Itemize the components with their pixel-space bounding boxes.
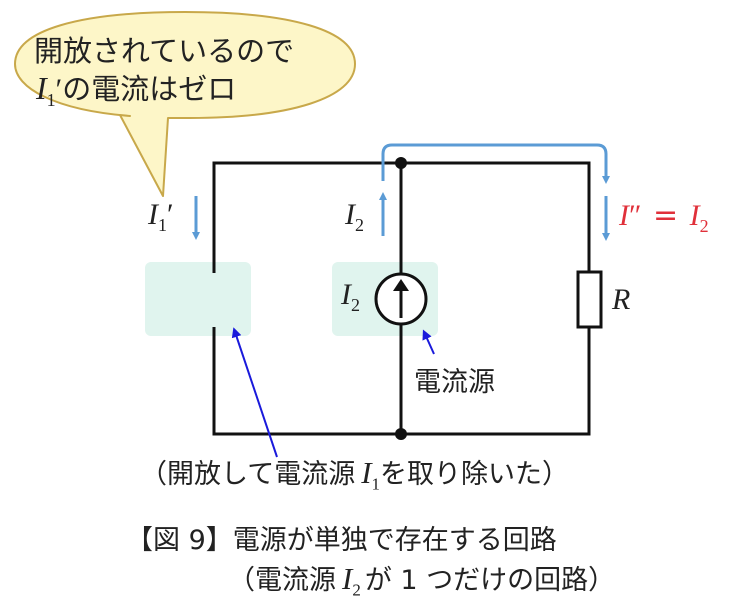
callout-prime: ′	[55, 73, 63, 106]
i2-label: I2	[345, 198, 364, 236]
src-sub: 2	[351, 295, 360, 315]
callout-line-2: I1′の電流はゼロ	[36, 66, 236, 111]
current-source-symbol	[374, 272, 428, 326]
idd-primes: ″	[629, 199, 642, 232]
callout-text: の電流はゼロ	[62, 72, 237, 106]
callout-sub: 1	[46, 89, 56, 110]
callout-line-1: 開放されているので	[34, 34, 295, 68]
source-value-label: I2	[341, 278, 360, 316]
i2-var: I	[345, 198, 355, 231]
caption2-post: が 1 つだけの回路）	[364, 565, 616, 596]
i1-var: I	[148, 198, 158, 231]
caption2-var: I	[342, 561, 353, 596]
figure-caption: 【図 9】電源が単独で存在する回路	[126, 525, 557, 556]
callout-var: I	[36, 70, 47, 106]
open-circuit-pointer	[231, 327, 278, 458]
i-double-prime-label: I″ = I2	[619, 198, 709, 237]
idd-rhs-sub: 2	[699, 216, 709, 236]
note-sub: 1	[371, 474, 381, 494]
open-circuit-highlight	[145, 262, 251, 336]
source-pointer	[422, 329, 435, 355]
note-var: I	[361, 455, 372, 490]
junction-bottom	[395, 428, 407, 440]
src-var: I	[341, 278, 351, 311]
resistor-label: R	[612, 283, 631, 316]
source-name-label: 電流源	[414, 367, 495, 398]
note-pre: （開放して電流源	[140, 459, 356, 490]
note-post: を取り除いた）	[380, 459, 570, 490]
i1-prime: ′	[167, 198, 174, 231]
caption2-pre: （電流源	[228, 565, 336, 596]
i2-loop-arrow	[381, 143, 610, 184]
idd-var: I	[619, 199, 629, 232]
caption2-sub: 2	[352, 580, 361, 600]
speech-bubble	[14, 11, 356, 197]
idd-equals: =	[653, 198, 679, 233]
i1-sub: 1	[158, 215, 167, 235]
i2-sub: 2	[355, 215, 364, 235]
resistor-symbol	[576, 270, 603, 329]
junction-top	[395, 157, 407, 169]
idd-rhs-var: I	[689, 199, 700, 232]
i1-prime-label: I1′	[148, 198, 174, 236]
